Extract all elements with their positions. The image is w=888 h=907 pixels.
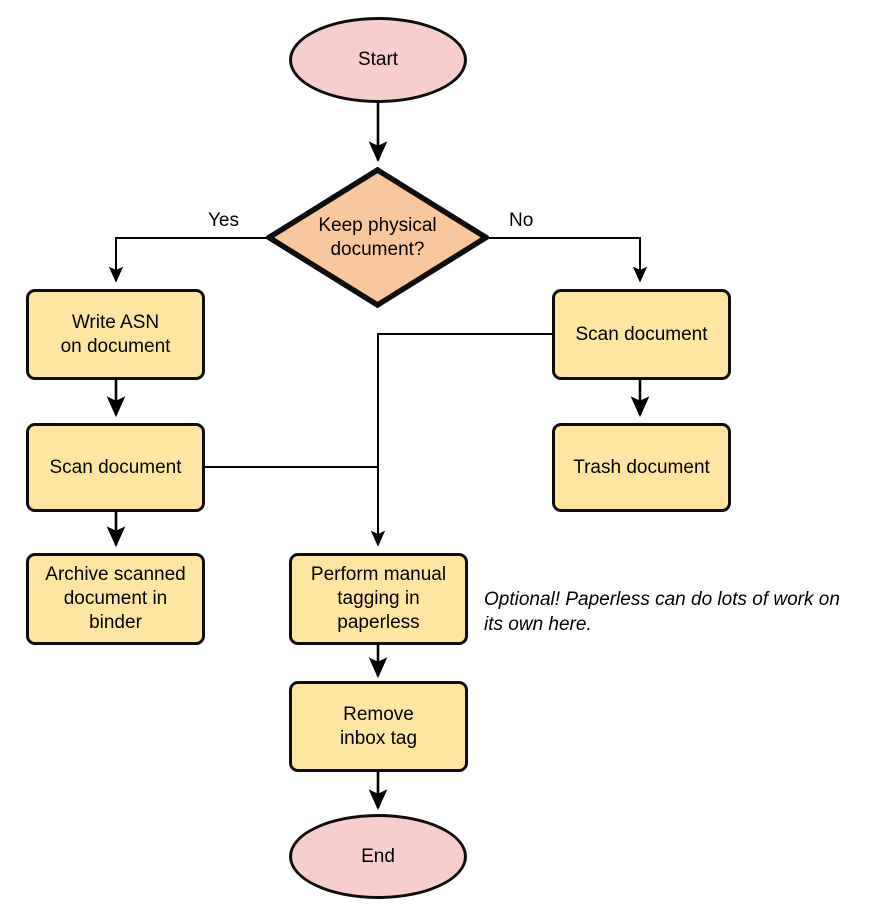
edge-decision-yes-to-write-asn [108, 237, 267, 283]
node-tagging-label: Perform manual tagging in paperless [310, 564, 447, 633]
diamond-shape [266, 167, 489, 308]
annotation-optional-note: Optional! Paperless can do lots of work … [484, 589, 840, 635]
node-start[interactable]: Start [289, 17, 467, 103]
edge-label-yes: Yes [208, 210, 239, 231]
node-archive-scanned-document[interactable]: Archive scanned document in binder [26, 553, 205, 645]
node-perform-manual-tagging[interactable]: Perform manual tagging in paperless [289, 553, 468, 645]
node-write-asn-label: Write ASN on document [60, 311, 171, 357]
node-scan-document-right-label: Scan document [575, 323, 708, 345]
node-scan-document-right[interactable]: Scan document [552, 289, 731, 380]
node-remove-inbox-tag[interactable]: Remove inbox tag [289, 681, 468, 772]
node-write-asn-on-document[interactable]: Write ASN on document [26, 289, 205, 380]
node-trash-document[interactable]: Trash document [552, 423, 731, 512]
node-decision-keep-physical-document[interactable]: Keep physical document? [266, 167, 489, 308]
node-start-label: Start [357, 49, 399, 71]
node-scan-document-left-label: Scan document [49, 456, 182, 478]
edge-label-no: No [509, 210, 534, 231]
node-trash-document-label: Trash document [573, 456, 710, 478]
node-decision-label: Keep physical document? [318, 214, 437, 260]
node-scan-document-left[interactable]: Scan document [26, 423, 205, 512]
node-end[interactable]: End [289, 814, 467, 899]
edge-decision-no-to-scan-right [489, 237, 648, 283]
node-remove-inbox-label: Remove inbox tag [339, 703, 418, 749]
node-end-label: End [361, 845, 395, 867]
edge-scan-right-to-tagging [370, 333, 552, 547]
node-archive-label: Archive scanned document in binder [45, 564, 186, 633]
